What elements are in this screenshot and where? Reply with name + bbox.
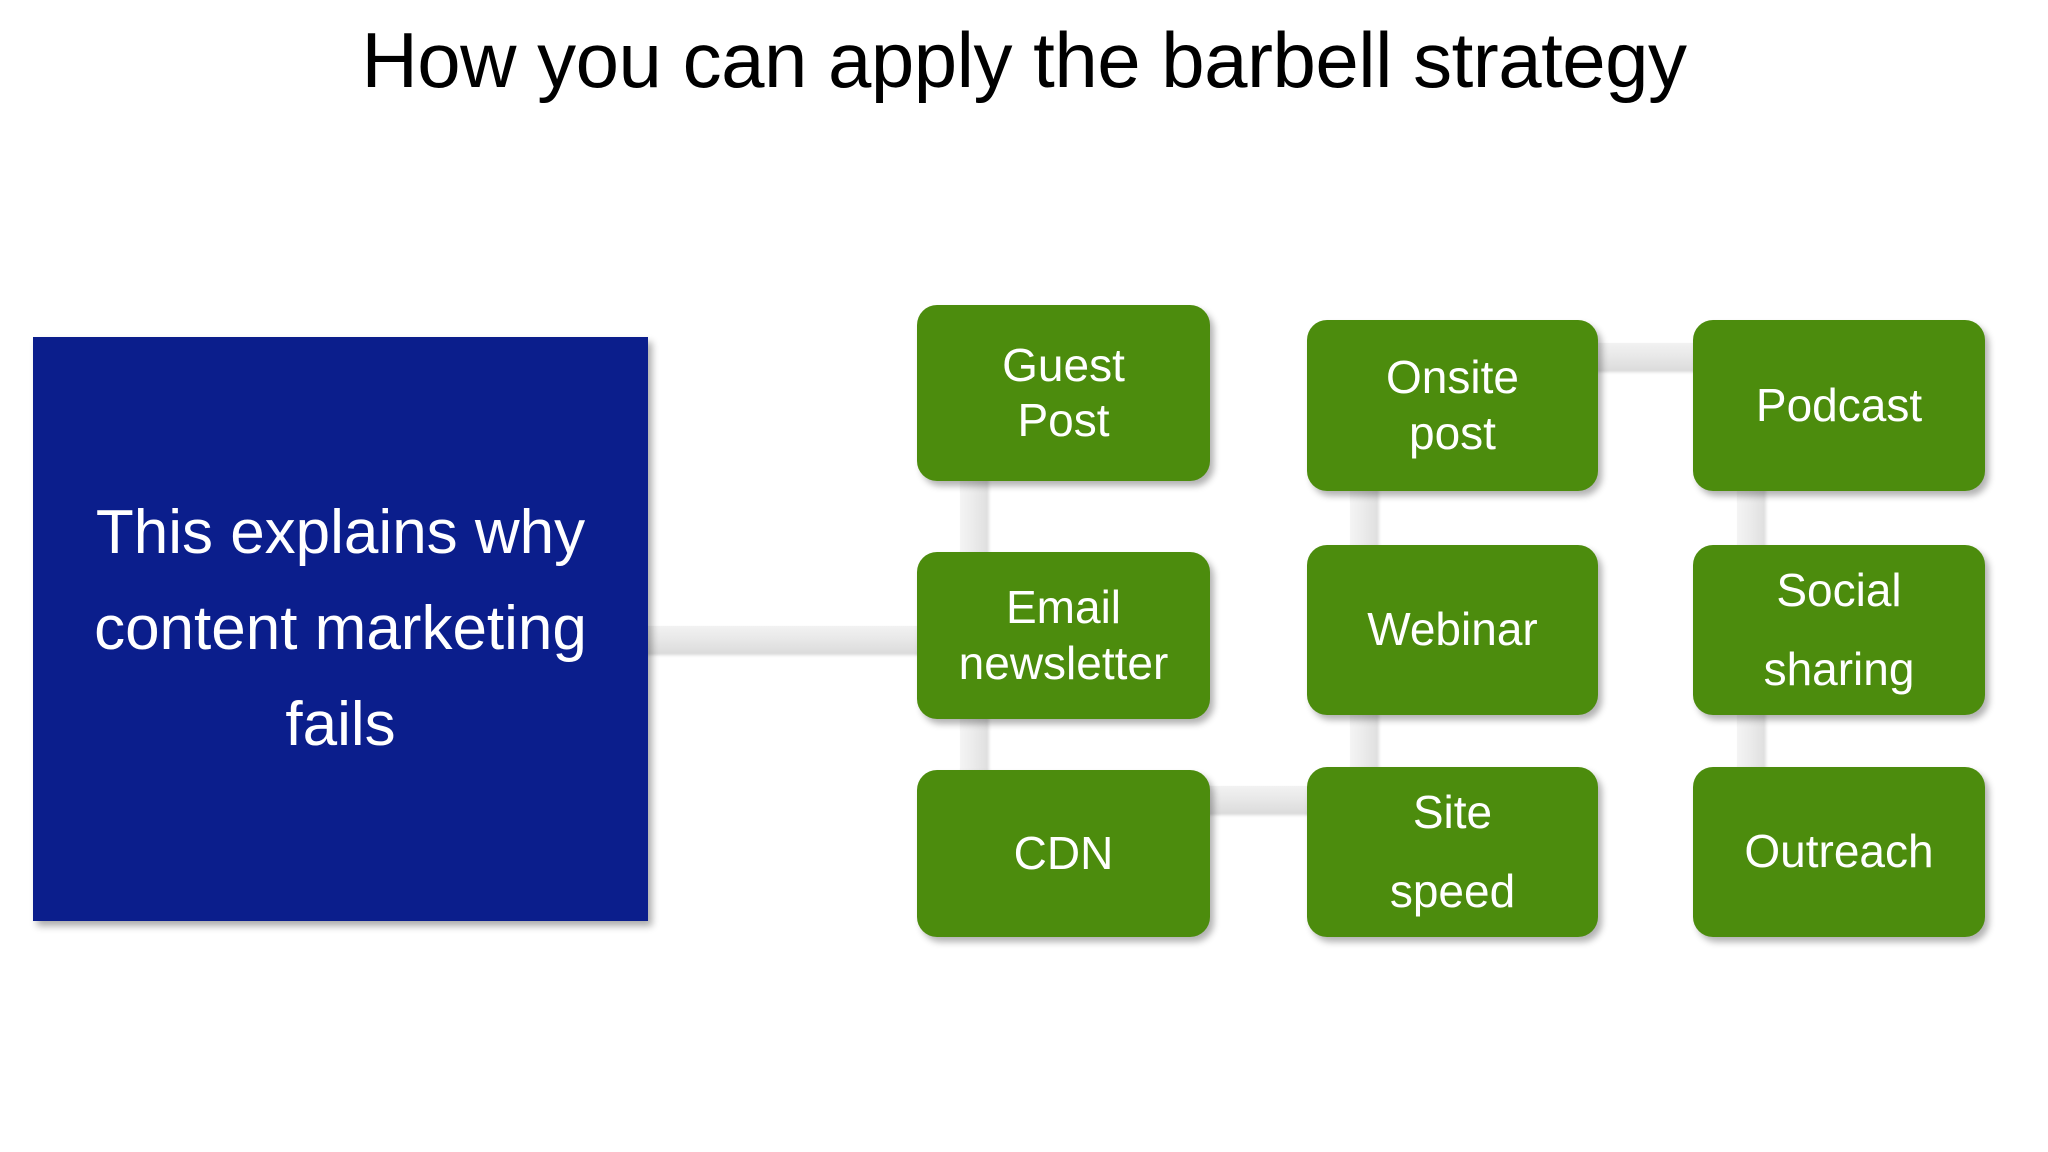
- connector-guest-post-to-email-newsletter: [960, 470, 987, 565]
- node-outreach[interactable]: Outreach: [1693, 767, 1985, 937]
- root-node-content-marketing-fails[interactable]: This explains why content marketing fail…: [33, 337, 648, 921]
- connector-root-to-email-newsletter: [640, 626, 930, 653]
- node-onsite-post[interactable]: Onsite post: [1307, 320, 1598, 491]
- node-podcast[interactable]: Podcast: [1693, 320, 1985, 491]
- node-site-speed-label: Site speed: [1389, 785, 1516, 917]
- node-outreach-label: Outreach: [1744, 825, 1934, 878]
- connector-onsite-post-to-podcast: [1580, 343, 1710, 370]
- node-cdn-label: CDN: [1013, 826, 1114, 879]
- node-email-newsletter[interactable]: Email newsletter: [917, 552, 1210, 719]
- node-webinar[interactable]: Webinar: [1307, 545, 1598, 715]
- connector-cdn-to-site-speed: [1190, 786, 1325, 813]
- node-webinar-label: Webinar: [1367, 603, 1538, 656]
- node-social-sharing[interactable]: Social sharing: [1693, 545, 1985, 715]
- node-guest-post[interactable]: Guest Post: [917, 305, 1210, 481]
- node-podcast-label: Podcast: [1755, 378, 1923, 431]
- node-cdn[interactable]: CDN: [917, 770, 1210, 937]
- root-node-label: This explains why content marketing fail…: [94, 497, 587, 760]
- page-title: How you can apply the barbell strategy: [361, 16, 1687, 104]
- node-site-speed[interactable]: Site speed: [1307, 767, 1598, 937]
- node-social-sharing-label: Social sharing: [1763, 563, 1915, 695]
- node-onsite-post-label: Onsite post: [1386, 351, 1519, 459]
- node-email-newsletter-label: Email newsletter: [958, 581, 1169, 689]
- node-guest-post-label: Guest Post: [1002, 338, 1125, 446]
